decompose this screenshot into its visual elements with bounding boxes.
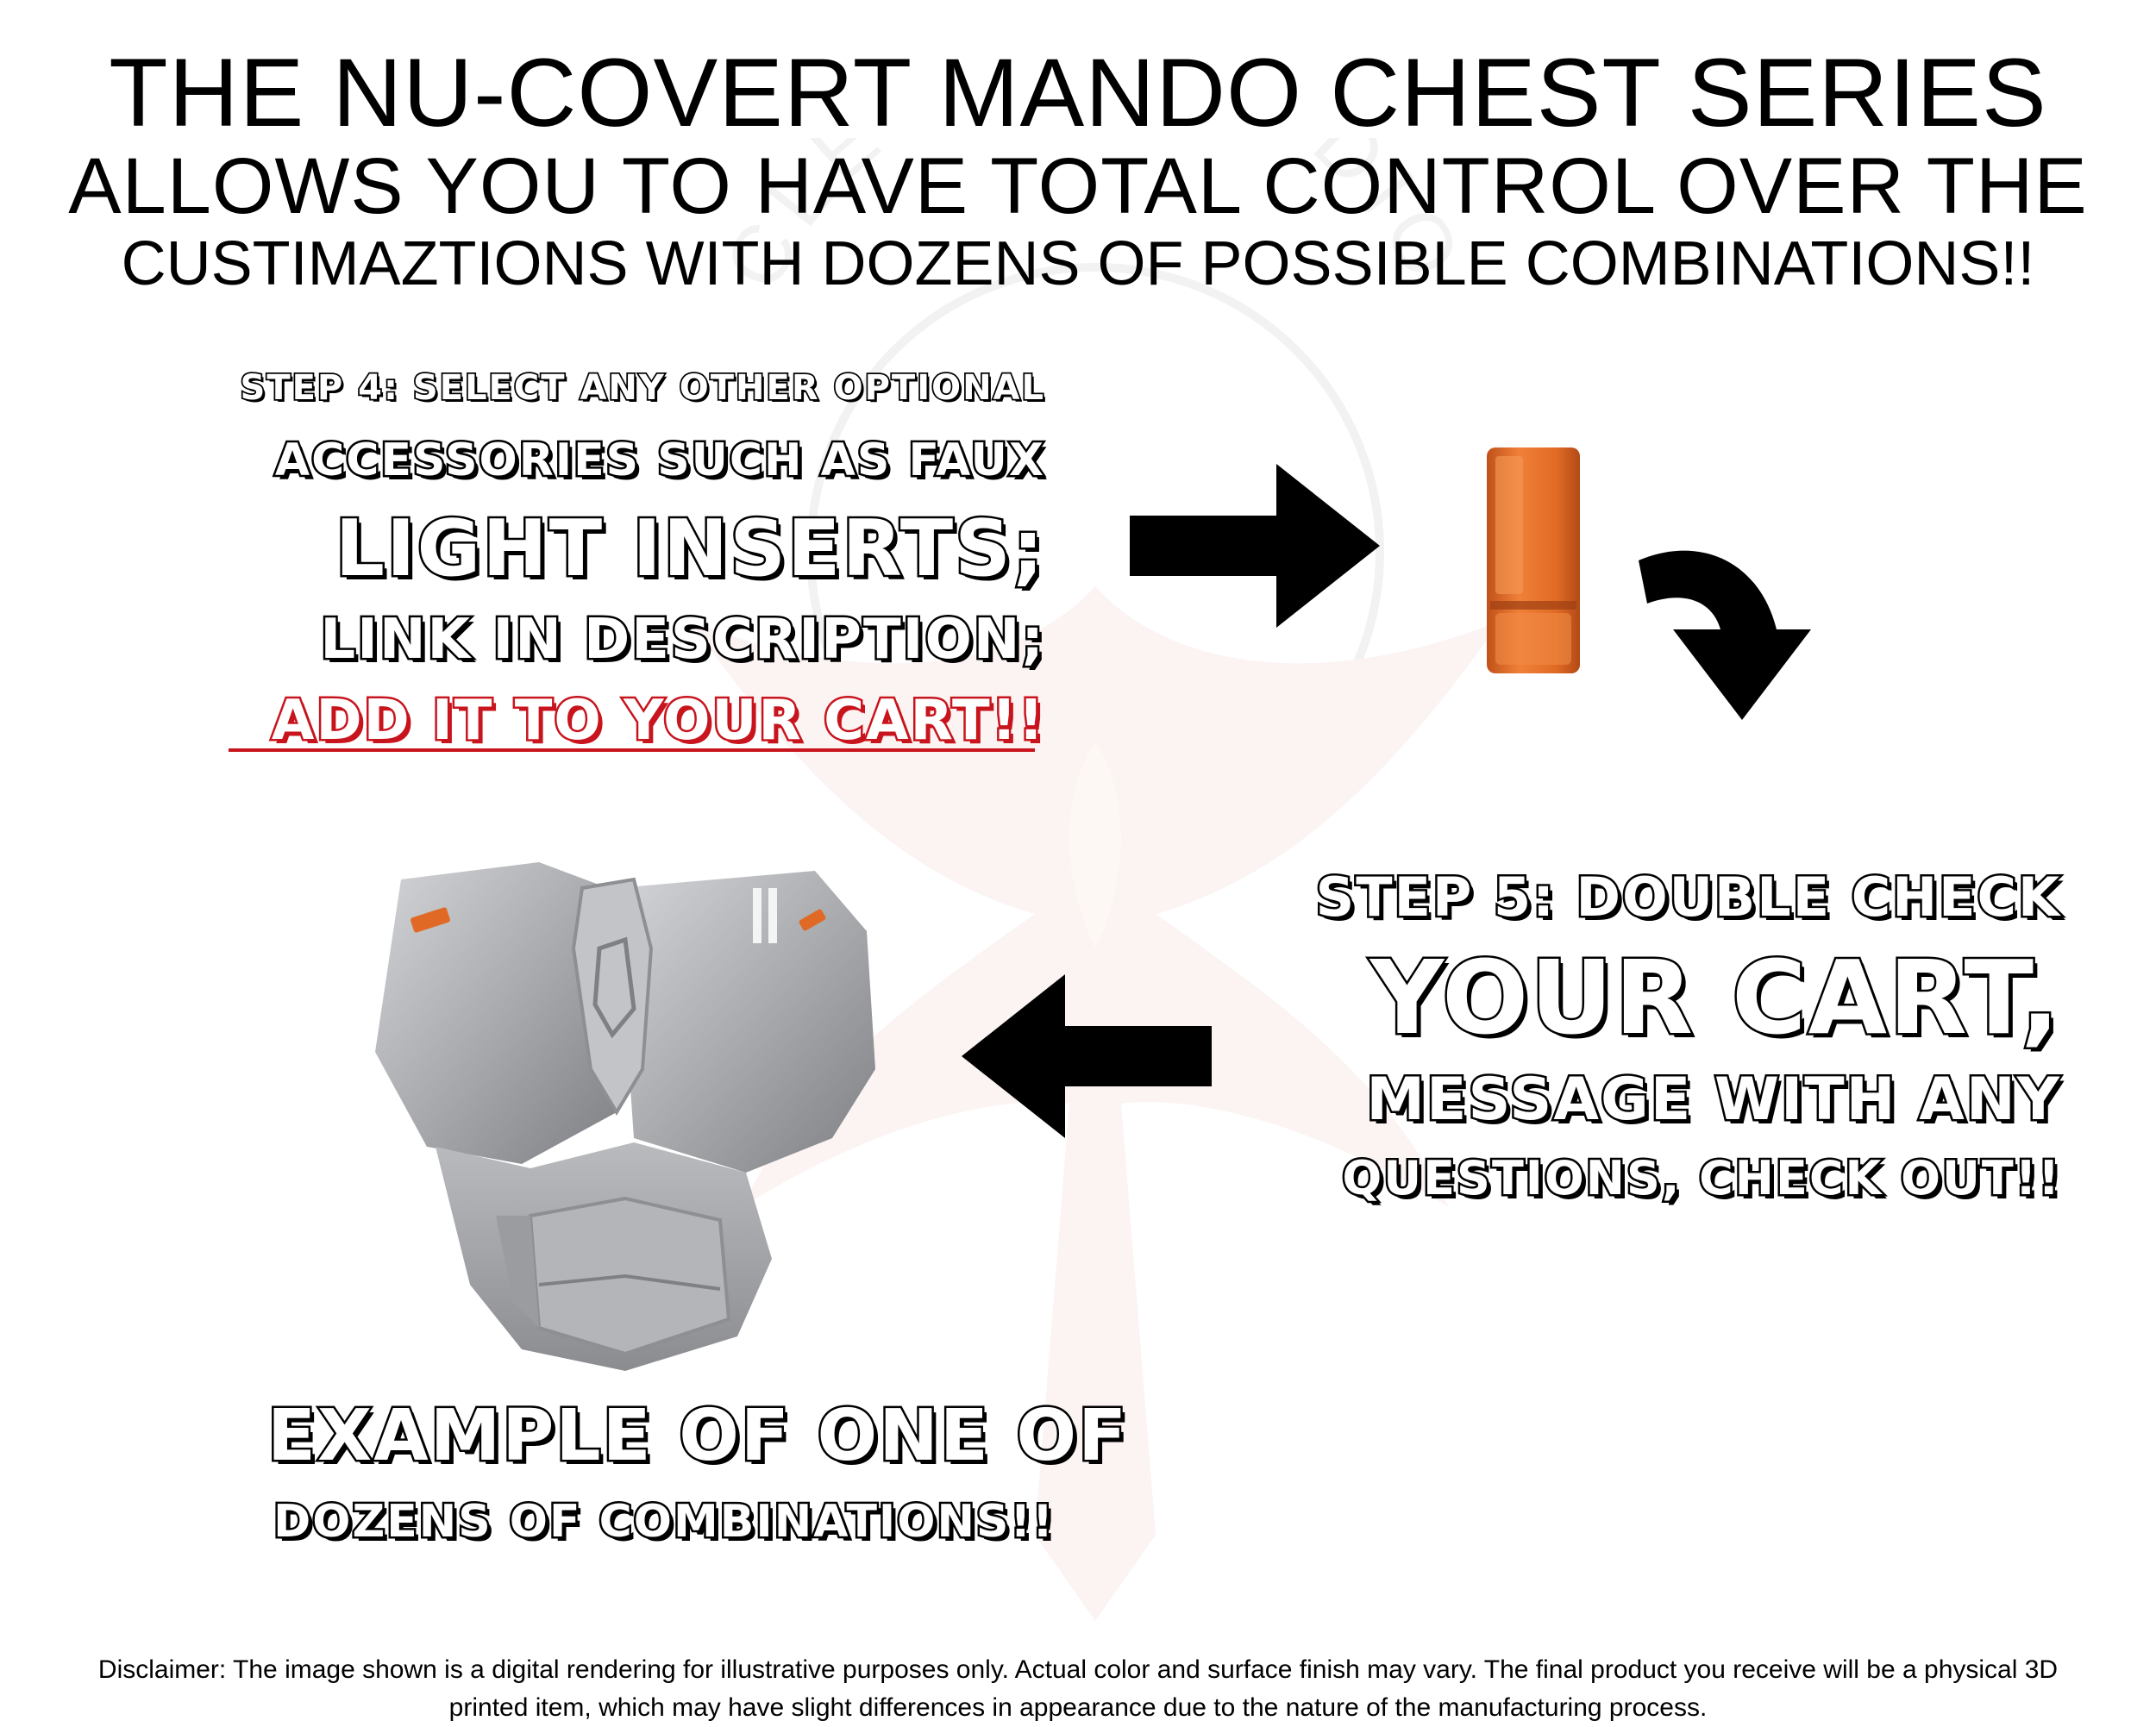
step-4-line-2: ACCESSORIES SUCH AS FAUX — [273, 435, 1045, 486]
example-line-1: EXAMPLE OF ONE OF — [266, 1395, 1129, 1477]
step-4-line-4: LINK IN DESCRIPTION; — [318, 608, 1046, 672]
step-5-line-1: STEP 5: DOUBLE CHECK — [1313, 866, 2061, 929]
left-arrow-icon — [962, 974, 1212, 1138]
add-to-cart-callout: ADD IT TO YOUR CART!! — [269, 689, 1045, 753]
example-line-2: DOZENS OF COMBINATIONS!! — [272, 1496, 1056, 1548]
light-insert-image — [1487, 447, 1580, 673]
add-to-cart-underline — [229, 748, 1035, 752]
step-5-line-3: MESSAGE WITH ANY — [1364, 1066, 2062, 1134]
example-caption: EXAMPLE OF ONE OF DOZENS OF COMBINATIONS… — [266, 1395, 1129, 1548]
disclaimer-line-2: printed item, which may have slight diff… — [448, 1693, 1708, 1722]
phoenix-watermark-logo: CLEVER STUDIO — [690, 138, 1501, 1621]
step-4-line-1: STEP 4: SELECT ANY OTHER OPTIONAL — [239, 368, 1045, 408]
curved-down-arrow-icon — [1639, 550, 1811, 720]
title-line-1: THE NU-COVERT MANDO CHEST SERIES — [109, 39, 2047, 147]
chest-armor-image — [375, 862, 875, 1371]
title-line-2: ALLOWS YOU TO HAVE TOTAL CONTROL OVER TH… — [68, 142, 2088, 230]
right-arrow-icon — [1130, 464, 1380, 628]
title-line-3: CUSTIMAZTIONS WITH DOZENS OF POSSIBLE CO… — [121, 229, 2035, 298]
step-4-line-3: LIGHT INSERTS; — [333, 504, 1045, 594]
step-5-line-4: QUESTIONS, CHECK OUT!! — [1340, 1151, 2062, 1205]
step-5-block: STEP 5: DOUBLE CHECK YOUR CART, MESSAGE … — [1285, 866, 2062, 1205]
disclaimer: Disclaimer: The image shown is a digital… — [34, 1651, 2122, 1727]
disclaimer-line-1: Disclaimer: The image shown is a digital… — [97, 1655, 2059, 1684]
step-4-block: STEP 4: SELECT ANY OTHER OPTIONAL ACCESS… — [226, 368, 1046, 753]
step-5-line-2: YOUR CART, — [1368, 938, 2061, 1057]
